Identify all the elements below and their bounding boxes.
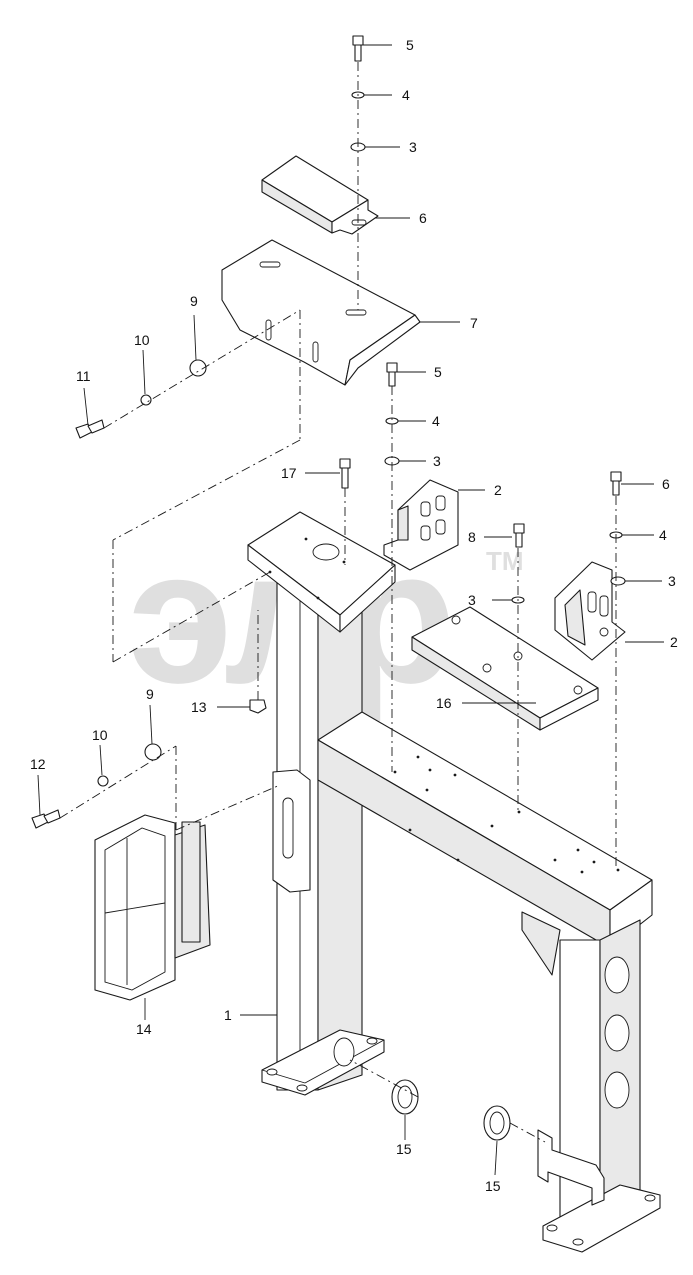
main-frame-part: [247, 511, 661, 1253]
callout-4: 4: [402, 87, 410, 103]
callout-3: 3: [668, 573, 676, 589]
callout-3: 3: [433, 453, 441, 469]
callout-10: 10: [92, 727, 108, 743]
foot-step-14: [94, 814, 211, 1001]
callout-4: 4: [432, 413, 440, 429]
top-bracket-6: [261, 155, 379, 235]
callout-9: 9: [146, 686, 154, 702]
fasteners: [31, 35, 626, 1141]
callout-16: 16: [436, 695, 452, 711]
callout-14: 14: [136, 1021, 152, 1037]
angle-bracket-2-left: [383, 479, 459, 571]
leader-lines: [37, 44, 664, 1176]
callout-15: 15: [396, 1141, 412, 1157]
callout-7: 7: [470, 315, 478, 331]
callout-12: 12: [30, 756, 46, 772]
callout-3: 3: [468, 592, 476, 608]
assembly-lines: [59, 62, 617, 1143]
callout-labels: 5 4 3 6 7 9 10 11 5 4 3 17 2 6 8 4 3 3 2…: [30, 37, 678, 1194]
callout-2: 2: [494, 482, 502, 498]
callout-8: 8: [468, 529, 476, 545]
callout-6: 6: [419, 210, 427, 226]
callout-5: 5: [406, 37, 414, 53]
callout-11: 11: [76, 368, 91, 384]
callout-5: 6: [662, 476, 670, 492]
callout-9: 9: [190, 293, 198, 309]
callout-4: 4: [659, 527, 667, 543]
callout-10: 10: [134, 332, 150, 348]
callout-15: 15: [485, 1178, 501, 1194]
watermark-trademark: TM: [486, 546, 524, 576]
angle-bracket-2-right: [554, 561, 626, 661]
callout-1: 1: [224, 1007, 232, 1023]
callout-13: 13: [191, 699, 207, 715]
callout-3: 3: [409, 139, 417, 155]
cover-plate-7: [221, 239, 421, 386]
callout-17: 17: [281, 465, 297, 481]
spacer-plate-16: [411, 606, 599, 731]
beam-holes: [393, 755, 620, 874]
callout-2: 2: [670, 634, 678, 650]
callout-5: 5: [434, 364, 442, 380]
